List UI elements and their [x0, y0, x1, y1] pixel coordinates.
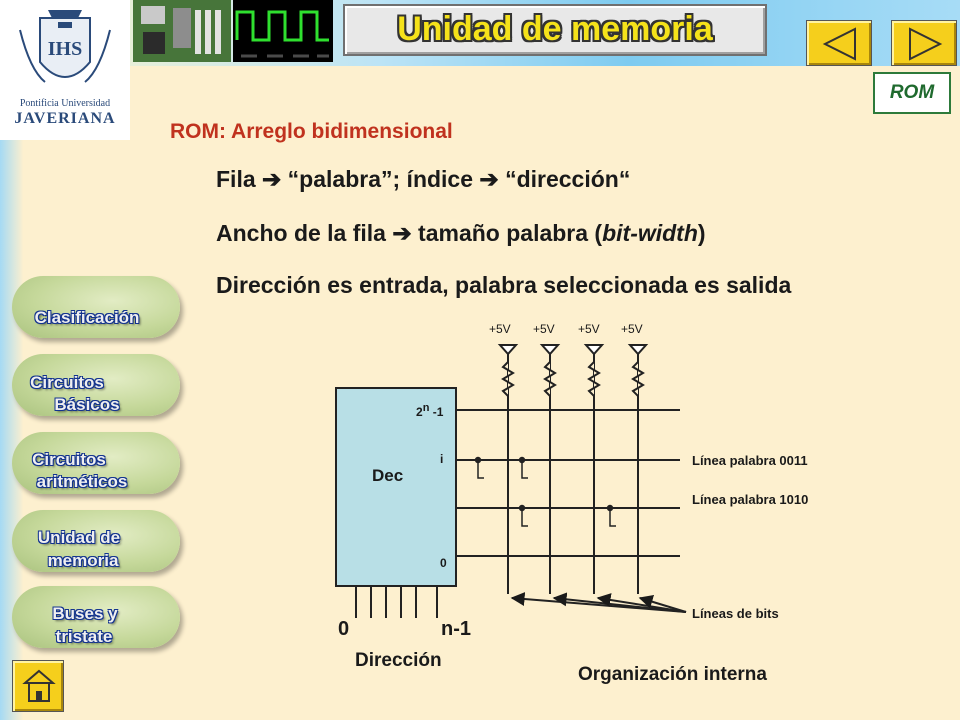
sidebar-item-label: Clasificación: [34, 308, 140, 327]
supply-label: +5V: [533, 322, 555, 336]
sidebar-item-label: aritméticos: [36, 472, 128, 491]
row-i-label: i: [440, 452, 444, 466]
decoder-block: [335, 387, 457, 587]
diagram-caption: Organización interna: [578, 664, 767, 685]
memory-transistors: [474, 456, 616, 527]
sidebar-item-circuitos-aritmeticos[interactable]: Circuitos aritméticos: [12, 432, 180, 494]
bullet-text-italic: bit-width: [602, 220, 698, 246]
bullet-text-part: “palabra”; índice: [281, 166, 480, 192]
arrow-icon: ➔: [479, 166, 499, 192]
logo-university-text: Pontificia Universidad: [19, 98, 111, 109]
rom-section-button[interactable]: ROM: [873, 72, 951, 114]
logo-name-text: JAVERIANA: [14, 110, 116, 127]
bullet-text-part: Fila: [216, 166, 263, 192]
bit-lines: [507, 352, 639, 594]
bullet-ancho: Ancho de la fila ➔ tamaño palabra (bit-w…: [216, 220, 706, 247]
square-wave-icon: [235, 10, 329, 58]
sidebar-item-unidad-de-memoria[interactable]: Unidad de memoria: [12, 510, 180, 572]
sidebar-item-label: Circuitos: [30, 373, 104, 392]
row-top-base: 2: [416, 405, 423, 419]
triangle-right-icon: [909, 27, 943, 61]
row-top-label: 2n -1: [416, 402, 443, 419]
circuit-board-image: [133, 0, 231, 62]
bullet-direccion: Dirección es entrada, palabra selecciona…: [216, 272, 791, 299]
row-top-suffix: -1: [429, 405, 444, 419]
previous-slide-button[interactable]: [806, 20, 872, 66]
sidebar-pill: [12, 276, 180, 338]
pull-up-resistors: [501, 361, 645, 397]
content-area: [130, 66, 960, 720]
sidebar-item-label: tristate: [55, 627, 113, 646]
sidebar-item-label: Circuitos: [32, 450, 106, 469]
home-button[interactable]: [12, 660, 64, 712]
word-lines: [456, 409, 680, 557]
address-caption: Dirección: [355, 650, 442, 671]
sidebar-item-clasificacion[interactable]: Clasificación: [12, 276, 180, 338]
bullet-text-part: “dirección“: [498, 166, 631, 192]
sidebar-item-label: memoria: [47, 551, 119, 570]
supply-label: +5V: [489, 322, 511, 336]
address-start-label: 0: [338, 618, 350, 640]
sidebar-pill: [12, 354, 180, 416]
bullet-fila: Fila ➔ “palabra”; índice ➔ “dirección“: [216, 166, 630, 193]
page-title: Unidad de memoria: [397, 10, 713, 48]
supply-label: +5V: [621, 322, 643, 336]
arrow-icon: ➔: [262, 166, 282, 192]
row-zero-label: 0: [440, 556, 447, 570]
supply-terminals: [497, 344, 649, 356]
bit-lines-label: Líneas de bits: [692, 606, 779, 621]
sidebar-item-circuitos-basicos[interactable]: Circuitos Básicos: [12, 354, 180, 416]
arrow-icon: ➔: [392, 220, 412, 246]
bullet-text-part: ): [697, 220, 706, 246]
title-box: Unidad de memoria: [343, 4, 767, 56]
bullet-text-part: Ancho de la fila: [216, 220, 393, 246]
university-logo: IHS Pontificia Universidad JAVERIANA: [0, 0, 130, 140]
word-line-0011-label: Línea palabra 0011: [692, 453, 808, 468]
sidebar-pill: [12, 586, 180, 648]
word-line-1010-label: Línea palabra 1010: [692, 492, 809, 507]
sidebar-item-label: Básicos: [54, 395, 120, 414]
triangle-left-icon: [822, 27, 856, 61]
sidebar-pill: [12, 432, 180, 494]
address-end-label: n-1: [441, 618, 471, 640]
square-wave-image: [233, 0, 333, 62]
sidebar-item-label: Unidad de: [37, 528, 121, 547]
shield-emblem-icon: IHS: [19, 10, 111, 83]
next-slide-button[interactable]: [891, 20, 957, 66]
bit-line-arrows: [510, 592, 687, 613]
supply-label: +5V: [578, 322, 600, 336]
sidebar-pill: [12, 510, 180, 572]
home-icon: [22, 669, 56, 702]
bullet-text-part: Dirección es entrada, palabra selecciona…: [216, 272, 792, 298]
section-heading: ROM: Arreglo bidimensional: [170, 120, 453, 143]
address-pins: [355, 586, 438, 618]
row-top-exp: n: [422, 402, 430, 414]
bullet-text-part: tamaño palabra (: [411, 220, 603, 246]
decoder-label: Dec: [372, 466, 404, 485]
sidebar-item-label: Buses y: [52, 604, 118, 623]
motherboard-icon: [133, 0, 231, 62]
sidebar-item-buses-y-tristate[interactable]: Buses y tristate: [12, 586, 180, 648]
svg-text:IHS: IHS: [48, 38, 82, 60]
